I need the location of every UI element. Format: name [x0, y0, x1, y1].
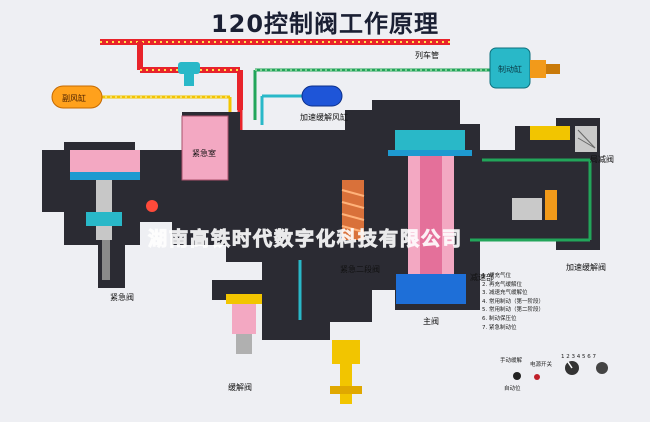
company-watermark: 湖南高铁时代数字化科技有限公司	[147, 228, 464, 251]
label-train-pipe: 列车管	[415, 51, 439, 60]
label-accel-release-reservoir: 加速缓解风缸	[300, 113, 348, 122]
label-emergency-valve: 紧急阀	[110, 293, 134, 302]
label-accel-release-valve: 加速缓解阀	[566, 263, 606, 272]
legend-item: 3. 减速充气缓解位	[482, 290, 528, 297]
label-reducer: 减速部	[470, 273, 494, 282]
internal-green-pipes	[298, 158, 592, 320]
emergency-chamber	[181, 115, 229, 181]
label-auto-position: 自动位	[504, 386, 521, 392]
manual-release-knob[interactable]	[513, 372, 521, 380]
label-power-switch: 电源开关	[530, 362, 553, 368]
dial-numbers: 1 2 3 4 5 6 7	[561, 354, 596, 360]
position-legend: 1. 初充气位 2. 再充气缓解位 3. 减速充气缓解位 4. 常用制动（第一阶…	[482, 272, 544, 332]
label-brake-cylinder: 制动缸	[498, 65, 522, 74]
power-switch[interactable]	[596, 362, 608, 374]
main-valve-assembly	[388, 130, 472, 304]
aux-reservoir	[51, 85, 103, 109]
legend-item: 1. 初充气位	[482, 273, 511, 279]
accel-release-pipe	[260, 94, 305, 125]
brake-cylinder	[489, 47, 560, 89]
relief-valve-spring	[530, 126, 597, 152]
label-relief-valve: 局减阀	[590, 155, 614, 164]
power-indicator-icon	[534, 374, 540, 380]
label-release-valve: 缓解阀	[228, 383, 252, 392]
pipe-tee-fitting	[178, 62, 200, 86]
legend-item: 4. 常用制动（第一阶段）	[482, 298, 544, 305]
emergency-valve-assembly	[70, 150, 158, 280]
legend-item: 6. 制动保压位	[482, 315, 517, 322]
accel-release-spring	[512, 190, 557, 220]
label-manual-release: 手动缓解	[500, 358, 523, 364]
accel-release-reservoir	[301, 85, 343, 107]
second-stage-spring	[341, 180, 365, 240]
label-aux-reservoir: 副风缸	[62, 94, 86, 103]
control-knobs	[513, 361, 608, 380]
release-valve-assembly	[226, 294, 262, 354]
legend-item: 7. 紧急制动位	[482, 324, 517, 331]
page-title: 120控制阀工作原理	[210, 10, 440, 38]
manual-handle	[330, 340, 362, 404]
label-main-valve: 主阀	[423, 317, 439, 326]
legend-item: 2. 再充气缓解位	[482, 281, 522, 288]
label-emergency-second-stage: 紧急二段阀	[340, 265, 380, 274]
label-emergency-chamber: 紧急室	[192, 149, 216, 158]
legend-item: 5. 常用制动（第二阶段）	[482, 307, 544, 314]
brake-cylinder-pipe	[253, 68, 495, 120]
